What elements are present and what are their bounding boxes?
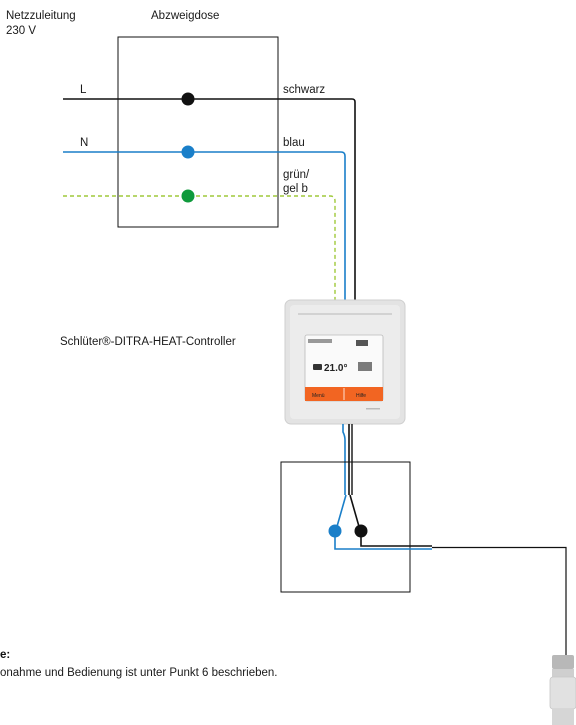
wire-blue-label: blau — [283, 137, 305, 149]
screen-heat-icon — [313, 364, 322, 370]
junction-box — [117, 36, 279, 228]
screen-status-bar — [308, 339, 332, 343]
floor-sensor — [549, 655, 576, 725]
note-text: onahme und Bedienung ist unter Punkt 6 b… — [0, 667, 277, 679]
supply-label-line1: Netzzuleitung — [6, 10, 76, 22]
phase-terminal — [181, 92, 195, 106]
lower-neutral-terminal — [328, 524, 342, 538]
phase-label: L — [80, 84, 87, 96]
heating-lead-black — [360, 537, 432, 547]
neutral-label: N — [80, 137, 88, 149]
sensor-cable — [432, 546, 567, 655]
lower-phase-terminal — [354, 524, 368, 538]
wire-green-label-line1: grün/ — [283, 169, 310, 181]
wire-black-label: schwarz — [283, 84, 325, 96]
controller-output-neutral — [342, 424, 346, 495]
controller-device: 21.0° Menü Hilfe — [284, 299, 406, 425]
supply-label-line2: 230 V — [6, 25, 36, 37]
screen-icon — [356, 340, 368, 346]
phase-wire — [63, 98, 356, 300]
wire-green-label-line2: gel b — [283, 183, 308, 195]
heating-lead-blue — [334, 537, 432, 550]
screen-left-button: Menü — [312, 393, 325, 399]
connection-box — [280, 461, 411, 593]
controller-label: Schlüter®-DITRA-HEAT-Controller — [60, 336, 236, 348]
screen-right-button: Hilfe — [356, 393, 366, 399]
junction-box-label: Abzweigdose — [151, 10, 219, 22]
neutral-wire — [63, 151, 346, 300]
note-heading: e: — [0, 649, 10, 661]
screen-temperature: 21.0° — [324, 363, 347, 374]
earth-terminal — [181, 189, 195, 203]
neutral-terminal — [181, 145, 195, 159]
screen-setpoint-icon — [358, 362, 372, 371]
earth-wire — [63, 195, 336, 300]
